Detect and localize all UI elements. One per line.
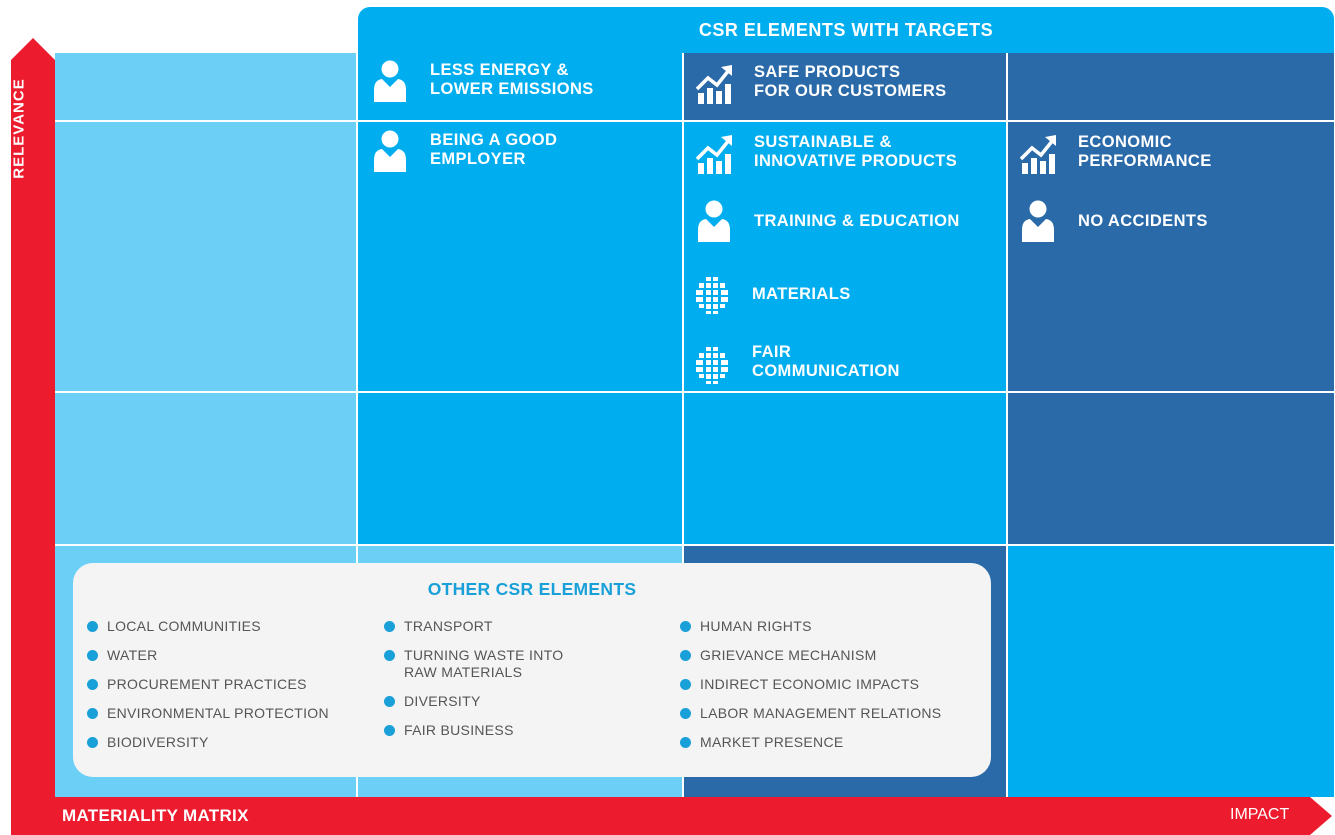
list-item: FAIR BUSINESS bbox=[384, 722, 563, 739]
grid-line bbox=[55, 544, 1335, 546]
y-axis-arrow bbox=[11, 38, 55, 797]
item-label: FAIR COMMUNICATION bbox=[752, 343, 900, 380]
x-axis-end-label: IMPACT bbox=[1230, 806, 1290, 823]
other-column: LOCAL COMMUNITIES WATER PROCUREMENT PRAC… bbox=[87, 618, 329, 763]
other-csr-title: OTHER CSR ELEMENTS bbox=[427, 579, 637, 599]
item-no-accidents: NO ACCIDENTS bbox=[1020, 200, 1208, 242]
list-item: HUMAN RIGHTS bbox=[680, 618, 941, 635]
bullet-icon bbox=[87, 621, 98, 632]
item-label: ECONOMIC PERFORMANCE bbox=[1078, 133, 1212, 170]
bullet-icon bbox=[87, 679, 98, 690]
item-materials: MATERIALS bbox=[694, 272, 851, 314]
bullet-icon bbox=[680, 737, 691, 748]
bullet-icon bbox=[87, 737, 98, 748]
bullet-icon bbox=[680, 621, 691, 632]
bullet-icon bbox=[680, 708, 691, 719]
grid-line bbox=[356, 53, 358, 797]
list-item: INDIRECT ECONOMIC IMPACTS bbox=[680, 676, 941, 693]
bullet-icon bbox=[87, 650, 98, 661]
item-less-energy: LESS ENERGY & LOWER EMISSIONS bbox=[372, 60, 594, 102]
list-item: TURNING WASTE INTO RAW MATERIALS bbox=[384, 647, 563, 681]
item-sustainable-products: SUSTAINABLE & INNOVATIVE PRODUCTS bbox=[696, 132, 957, 174]
other-column: TRANSPORT TURNING WASTE INTO RAW MATERIA… bbox=[384, 618, 563, 751]
globe-icon bbox=[694, 272, 730, 314]
growth-chart-icon bbox=[696, 132, 732, 174]
grid-line bbox=[55, 391, 1335, 393]
item-label: SUSTAINABLE & INNOVATIVE PRODUCTS bbox=[754, 133, 958, 170]
item-label: LESS ENERGY & LOWER EMISSIONS bbox=[430, 61, 594, 98]
bullet-icon bbox=[87, 708, 98, 719]
matrix-cell bbox=[1008, 545, 1334, 797]
list-item: GRIEVANCE MECHANISM bbox=[680, 647, 941, 664]
list-item: DIVERSITY bbox=[384, 693, 563, 710]
grid-line bbox=[1006, 53, 1008, 797]
bullet-icon bbox=[384, 725, 395, 736]
item-safe-products: SAFE PRODUCTS FOR OUR CUSTOMERS bbox=[696, 62, 947, 104]
growth-chart-icon bbox=[1020, 132, 1056, 174]
matrix-cell bbox=[684, 53, 1008, 121]
person-icon bbox=[372, 130, 408, 172]
globe-icon bbox=[694, 342, 730, 384]
bullet-icon bbox=[384, 696, 395, 707]
other-column: HUMAN RIGHTS GRIEVANCE MECHANISM INDIREC… bbox=[680, 618, 941, 763]
matrix-cell bbox=[684, 121, 1008, 545]
list-item: ENVIRONMENTAL PROTECTION bbox=[87, 705, 329, 722]
item-label: TRAINING & EDUCATION bbox=[754, 212, 960, 230]
targets-header: CSR ELEMENTS WITH TARGETS bbox=[358, 7, 1334, 53]
matrix-cell bbox=[358, 53, 684, 545]
list-item: WATER bbox=[87, 647, 329, 664]
item-label: MATERIALS bbox=[752, 285, 851, 303]
growth-chart-icon bbox=[696, 62, 732, 104]
item-fair-communication: FAIR COMMUNICATION bbox=[694, 342, 900, 384]
list-item: TRANSPORT bbox=[384, 618, 563, 635]
x-axis-arrow bbox=[11, 797, 1332, 835]
list-item: BIODIVERSITY bbox=[87, 734, 329, 751]
list-item: LOCAL COMMUNITIES bbox=[87, 618, 329, 635]
list-item: PROCUREMENT PRACTICES bbox=[87, 676, 329, 693]
targets-header-title: CSR ELEMENTS WITH TARGETS bbox=[698, 19, 994, 40]
item-label: NO ACCIDENTS bbox=[1078, 212, 1208, 230]
matrix-cell bbox=[1008, 53, 1334, 545]
item-economic-performance: ECONOMIC PERFORMANCE bbox=[1020, 132, 1212, 174]
bullet-icon bbox=[384, 621, 395, 632]
y-axis-label: RELEVANCE bbox=[10, 78, 28, 179]
other-csr-panel: OTHER CSR ELEMENTS LOCAL COMMUNITIES WAT… bbox=[73, 563, 991, 777]
x-axis-label: MATERIALITY MATRIX bbox=[62, 806, 249, 825]
item-label: BEING A GOOD EMPLOYER bbox=[430, 131, 558, 168]
item-training: TRAINING & EDUCATION bbox=[696, 200, 960, 242]
item-label: SAFE PRODUCTS FOR OUR CUSTOMERS bbox=[754, 63, 947, 100]
grid-line bbox=[682, 53, 684, 797]
grid-line bbox=[55, 120, 1335, 122]
bullet-icon bbox=[384, 650, 395, 661]
item-good-employer: BEING A GOOD EMPLOYER bbox=[372, 130, 557, 172]
person-icon bbox=[1020, 200, 1056, 242]
person-icon bbox=[696, 200, 732, 242]
bullet-icon bbox=[680, 679, 691, 690]
list-item: MARKET PRESENCE bbox=[680, 734, 941, 751]
person-icon bbox=[372, 60, 408, 102]
bullet-icon bbox=[680, 650, 691, 661]
list-item: LABOR MANAGEMENT RELATIONS bbox=[680, 705, 941, 722]
